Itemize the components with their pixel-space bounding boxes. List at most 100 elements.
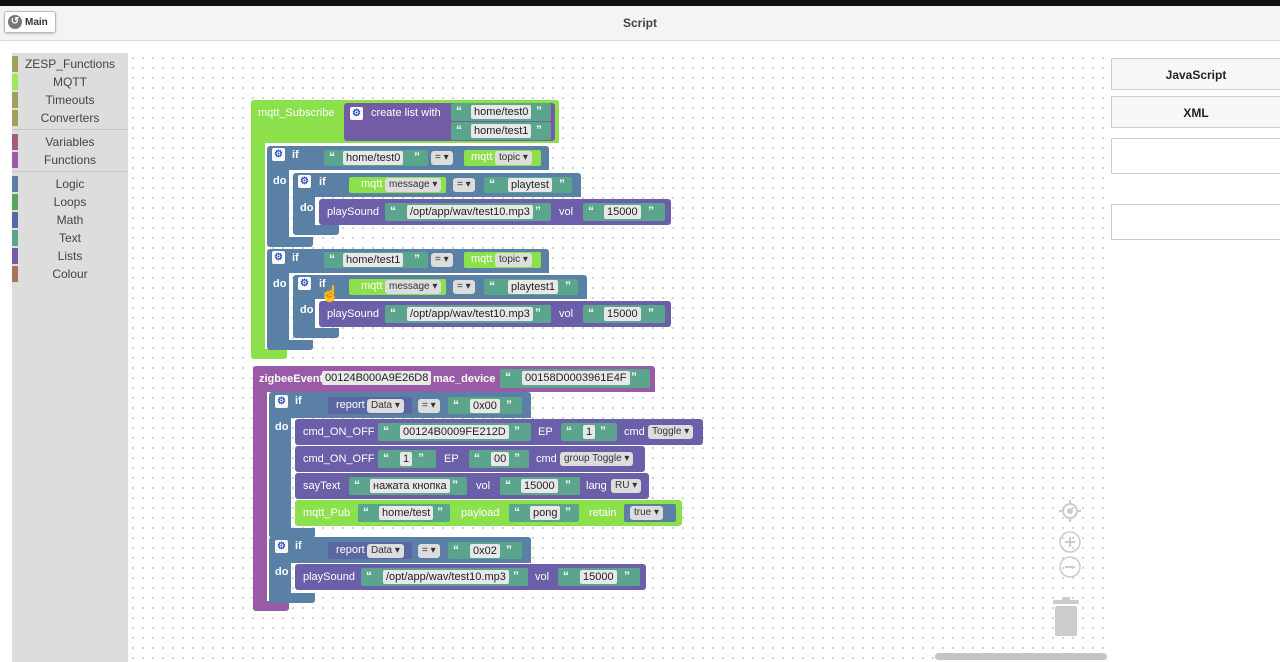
toolbox-item-zesp-functions[interactable]: ZESP_Functions: [12, 55, 128, 73]
text-value[interactable]: /opt/app/wav/test10.mp3: [407, 205, 533, 219]
text-value[interactable]: 15000: [604, 307, 641, 321]
recenter-icon[interactable]: [1059, 500, 1081, 522]
close-quote-icon: ”: [648, 306, 654, 320]
close-quote-icon: ”: [414, 150, 420, 164]
cmd-dropdown[interactable]: Toggle ▾: [648, 425, 694, 439]
text-value[interactable]: pong: [530, 506, 561, 520]
text-value[interactable]: 1: [583, 425, 596, 439]
operator-dropdown[interactable]: = ▾: [453, 280, 475, 294]
boolean-dropdown[interactable]: true ▾: [630, 506, 664, 520]
open-quote-icon: “: [489, 177, 495, 191]
open-quote-icon: “: [366, 569, 372, 583]
payload-label: payload: [461, 507, 500, 519]
text-value[interactable]: /opt/app/wav/test10.mp3: [383, 570, 509, 584]
text-value[interactable]: 15000: [521, 479, 558, 493]
gear-icon[interactable]: ⚙: [275, 540, 288, 553]
open-quote-icon: “: [354, 478, 360, 492]
open-quote-icon: “: [505, 370, 511, 384]
toolbox-item-logic[interactable]: Logic: [12, 175, 128, 193]
close-quote-icon: ”: [565, 478, 571, 492]
toolbox-item-mqtt[interactable]: MQTT: [12, 73, 128, 91]
if-block-bottom: [267, 340, 313, 350]
toolbox-item-math[interactable]: Math: [12, 211, 128, 229]
text-value[interactable]: /opt/app/wav/test10.mp3: [407, 307, 533, 321]
header-bar: ↺ Main Script: [0, 6, 1280, 41]
blockly-workspace[interactable]: mqtt_Subscribe ⚙ create list with “ home…: [128, 53, 1108, 662]
field-dropdown[interactable]: message ▾: [385, 178, 442, 192]
open-quote-icon: “: [453, 543, 459, 557]
zoom-in-icon[interactable]: [1059, 531, 1081, 553]
report-dropdown[interactable]: Data ▾: [367, 544, 404, 558]
toolbox-item-timeouts[interactable]: Timeouts: [12, 91, 128, 109]
javascript-button[interactable]: JavaScript: [1111, 58, 1280, 90]
field-dropdown[interactable]: topic ▾: [495, 253, 532, 267]
gear-icon[interactable]: ⚙: [272, 148, 285, 161]
output-field[interactable]: [1111, 138, 1280, 174]
report-label: report: [336, 544, 365, 556]
operator-dropdown[interactable]: = ▾: [431, 253, 453, 267]
toolbox-item-functions[interactable]: Functions: [12, 151, 128, 169]
text-value[interactable]: playtest1: [508, 280, 559, 294]
gear-icon[interactable]: ⚙: [275, 395, 288, 408]
toolbox-item-colour[interactable]: Colour: [12, 265, 128, 283]
toolbox-item-lists[interactable]: Lists: [12, 247, 128, 265]
open-quote-icon: “: [329, 150, 335, 164]
do-label: do: [300, 202, 314, 214]
xml-button[interactable]: XML: [1111, 96, 1280, 128]
ep-label: EP: [538, 426, 553, 438]
ep-label: EP: [444, 453, 459, 465]
text-value[interactable]: home/test1: [471, 124, 532, 138]
toolbox-item-text[interactable]: Text: [12, 229, 128, 247]
category-swatch: [12, 134, 18, 150]
close-quote-icon: ”: [648, 204, 654, 218]
text-value[interactable]: 00: [491, 452, 510, 466]
toolbox-separator: [12, 171, 128, 172]
open-quote-icon: “: [588, 306, 594, 320]
open-quote-icon: “: [474, 451, 480, 465]
toolbox-item-variables[interactable]: Variables: [12, 133, 128, 151]
text-value[interactable]: 0x02: [470, 544, 500, 558]
gear-icon[interactable]: ⚙: [298, 175, 311, 188]
text-value[interactable]: home/test1: [343, 253, 404, 267]
if-label: if: [292, 252, 299, 264]
open-quote-icon: “: [588, 204, 594, 218]
report-dropdown[interactable]: Data ▾: [367, 399, 404, 413]
lang-dropdown[interactable]: RU ▾: [611, 479, 642, 493]
create-list-label: create list with: [371, 107, 441, 119]
gear-icon[interactable]: ⚙: [272, 251, 285, 264]
text-value[interactable]: home/test0: [343, 151, 404, 165]
code-field[interactable]: [1111, 204, 1280, 240]
main-button[interactable]: ↺ Main: [4, 11, 56, 33]
field-dropdown[interactable]: message ▾: [385, 280, 442, 294]
operator-dropdown[interactable]: = ▾: [453, 178, 475, 192]
close-quote-icon: ”: [559, 177, 565, 191]
horizontal-scrollbar[interactable]: [935, 653, 1107, 660]
cmd-dropdown[interactable]: group Toggle ▾: [560, 452, 634, 466]
close-quote-icon: ”: [513, 569, 519, 583]
operator-dropdown[interactable]: = ▾: [418, 544, 440, 558]
trash-icon[interactable]: [1050, 596, 1082, 638]
toolbox-item-loops[interactable]: Loops: [12, 193, 128, 211]
cmd-label: cmd: [624, 426, 645, 438]
text-value[interactable]: нажата кнопка: [370, 479, 450, 493]
text-value[interactable]: playtest: [508, 178, 552, 192]
gear-icon[interactable]: ⚙: [350, 107, 363, 120]
gear-icon[interactable]: ⚙: [298, 277, 311, 290]
text-value[interactable]: 00158D0003961E4F: [522, 371, 630, 385]
text-value[interactable]: 15000: [580, 570, 617, 584]
close-quote-icon: ”: [506, 398, 512, 412]
open-quote-icon: “: [329, 252, 335, 266]
operator-dropdown[interactable]: = ▾: [418, 399, 440, 413]
text-value[interactable]: 1: [400, 452, 413, 466]
close-quote-icon: ”: [565, 279, 571, 293]
text-value[interactable]: home/test: [379, 506, 434, 520]
toolbox-item-converters[interactable]: Converters: [12, 109, 128, 127]
field-dropdown[interactable]: topic ▾: [495, 151, 532, 165]
zoom-out-icon[interactable]: [1059, 556, 1081, 578]
text-value[interactable]: 00124B0009FE212D: [400, 425, 509, 439]
text-value[interactable]: 15000: [604, 205, 641, 219]
text-value[interactable]: home/test0: [471, 105, 532, 119]
text-value[interactable]: 0x00: [470, 399, 500, 413]
device-field[interactable]: 00124B000A9E26D8: [322, 371, 432, 385]
operator-dropdown[interactable]: = ▾: [431, 151, 453, 165]
